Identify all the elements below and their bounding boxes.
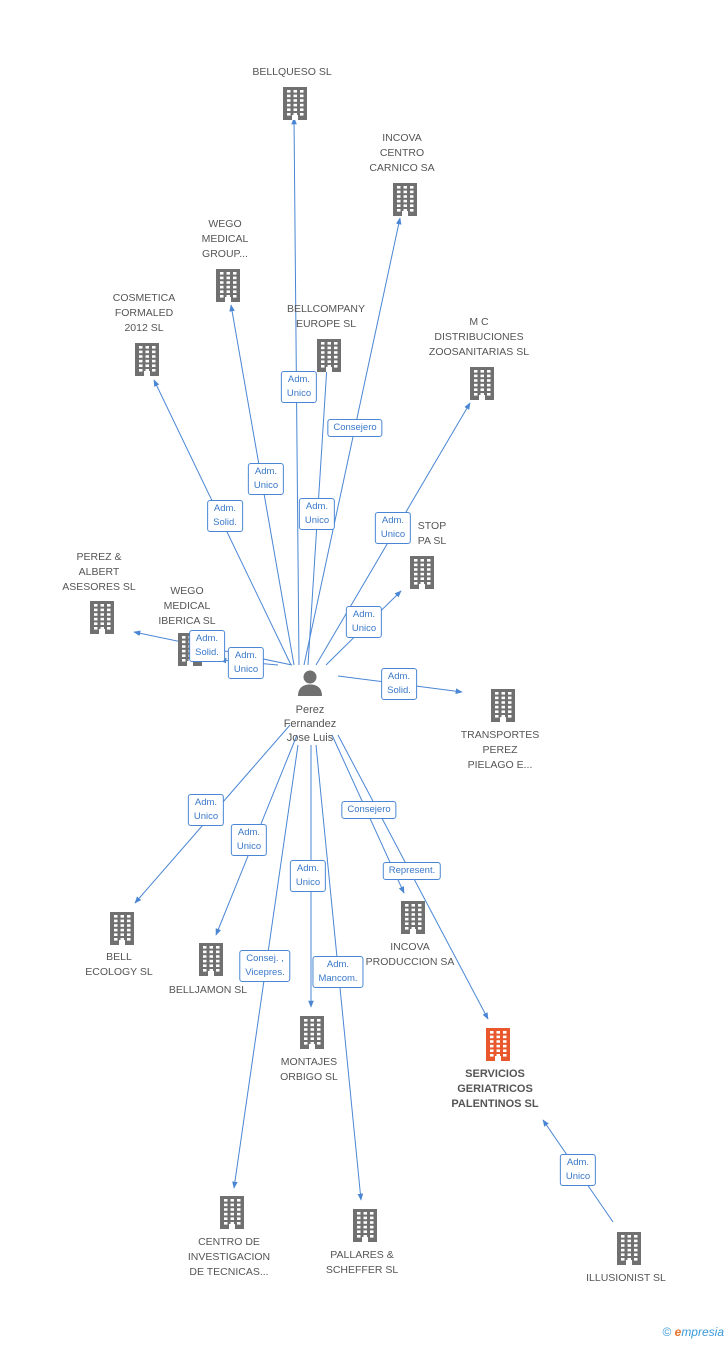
company-label-wego_mg[interactable]: WEGO MEDICAL GROUP... <box>201 218 249 260</box>
company-label-mc_dist[interactable]: M C DISTRIBUCIONES ZOOSANITARIAS SL <box>428 316 530 358</box>
company-label-illusionist[interactable]: ILLUSIONIST SL <box>586 1272 666 1284</box>
building-icon <box>283 87 307 120</box>
building-icon <box>220 1196 244 1229</box>
company-node-montajes[interactable] <box>297 1015 327 1054</box>
footer-brand: © empresia <box>662 1325 724 1339</box>
edge-label-wego_mg[interactable]: Adm. Unico <box>247 463 285 495</box>
edge-label-servicios[interactable]: Represent. <box>382 862 442 880</box>
company-node-mc_dist[interactable] <box>467 366 497 405</box>
edge-label-wego_iberica[interactable]: Adm. Unico <box>227 647 265 679</box>
company-label-incova_prod[interactable]: INCOVA PRODUCCION SA <box>365 941 455 968</box>
edge-label-cosmetica[interactable]: Adm. Solid. <box>207 500 243 532</box>
company-node-bell_ecology[interactable] <box>107 911 137 950</box>
edge-label-incova_prod[interactable]: Consejero <box>341 801 397 819</box>
person-node[interactable] <box>296 668 324 701</box>
person-icon <box>298 670 322 696</box>
company-label-transportes[interactable]: TRANSPORTES PEREZ PIELAGO E... <box>460 729 540 771</box>
building-icon <box>90 601 114 634</box>
edge-label-belljamon[interactable]: Adm. Unico <box>230 824 268 856</box>
building-icon <box>486 1028 510 1061</box>
copyright-symbol: © <box>662 1325 672 1339</box>
company-node-illusionist[interactable] <box>614 1231 644 1270</box>
company-node-bellcompany[interactable] <box>314 338 344 377</box>
company-label-belljamon[interactable]: BELLJAMON SL <box>168 984 248 996</box>
building-icon <box>617 1232 641 1265</box>
building-icon <box>300 1016 324 1049</box>
company-label-wego_iberica[interactable]: WEGO MEDICAL IBERICA SL <box>158 585 216 627</box>
company-label-bell_ecology[interactable]: BELL ECOLOGY SL <box>85 951 153 978</box>
edge-label-transportes[interactable]: Adm. Solid. <box>381 668 417 700</box>
company-node-perez_albert[interactable] <box>87 600 117 639</box>
company-node-incova_prod[interactable] <box>398 900 428 939</box>
brand-name: mpresia <box>681 1325 724 1339</box>
company-node-transportes[interactable] <box>488 688 518 727</box>
building-icon <box>317 339 341 372</box>
building-icon <box>110 912 134 945</box>
company-label-cosmetica[interactable]: COSMETICA FORMALED 2012 SL <box>112 292 176 334</box>
company-node-servicios[interactable] <box>483 1027 513 1066</box>
building-icon <box>401 901 425 934</box>
company-label-montajes[interactable]: MONTAJES ORBIGO SL <box>280 1056 338 1083</box>
company-label-perez_albert[interactable]: PEREZ & ALBERT ASESORES SL <box>62 551 136 593</box>
company-label-centro[interactable]: CENTRO DE INVESTIGACION DE TECNICAS... <box>187 1236 271 1278</box>
edge-label-incova_cc[interactable]: Consejero <box>327 419 383 437</box>
company-node-incova_cc[interactable] <box>390 182 420 221</box>
edge-label-bellqueso[interactable]: Adm. Unico <box>280 371 318 403</box>
building-icon <box>353 1209 377 1242</box>
company-node-cosmetica[interactable] <box>132 342 162 381</box>
building-icon <box>491 689 515 722</box>
person-label: Perez Fernandez Jose Luis <box>283 704 337 744</box>
company-node-centro[interactable] <box>217 1195 247 1234</box>
building-icon <box>470 367 494 400</box>
company-node-bellqueso[interactable] <box>280 86 310 125</box>
building-icon <box>199 943 223 976</box>
building-icon <box>216 269 240 302</box>
company-label-bellcompany[interactable]: BELLCOMPANY EUROPE SL <box>287 303 365 330</box>
edge-label-perez_albert[interactable]: Adm. Solid. <box>189 630 225 662</box>
brand-e: e <box>674 1325 682 1339</box>
edge-label-stop[interactable]: Adm. Unico <box>345 606 383 638</box>
company-node-pallares[interactable] <box>350 1208 380 1247</box>
company-node-stop[interactable] <box>407 555 437 594</box>
building-icon <box>410 556 434 589</box>
edge-label-montajes[interactable]: Adm. Unico <box>289 860 327 892</box>
edge-line-incova_cc <box>303 217 402 666</box>
company-node-belljamon[interactable] <box>196 942 226 981</box>
edge-label-centro[interactable]: Consej. , Vicepres. <box>239 950 291 982</box>
company-label-stop[interactable]: STOP PA SL <box>417 520 447 547</box>
edge-label-illusionist[interactable]: Adm. Unico <box>559 1154 597 1186</box>
edge-label-bell_ecology[interactable]: Adm. Unico <box>187 794 225 826</box>
company-label-bellqueso[interactable]: BELLQUESO SL <box>252 66 332 78</box>
company-label-pallares[interactable]: PALLARES & SCHEFFER SL <box>325 1249 399 1276</box>
building-icon <box>135 343 159 376</box>
company-label-incova_cc[interactable]: INCOVA CENTRO CARNICO SA <box>369 132 435 174</box>
edge-label-pallares[interactable]: Adm. Mancom. <box>312 956 364 988</box>
company-label-servicios[interactable]: SERVICIOS GERIATRICOS PALENTINOS SL <box>451 1068 539 1110</box>
edge-label-bellcompany[interactable]: Adm. Unico <box>298 498 336 530</box>
company-node-wego_mg[interactable] <box>213 268 243 307</box>
edge-label-mc_dist[interactable]: Adm. Unico <box>374 512 412 544</box>
building-icon <box>393 183 417 216</box>
